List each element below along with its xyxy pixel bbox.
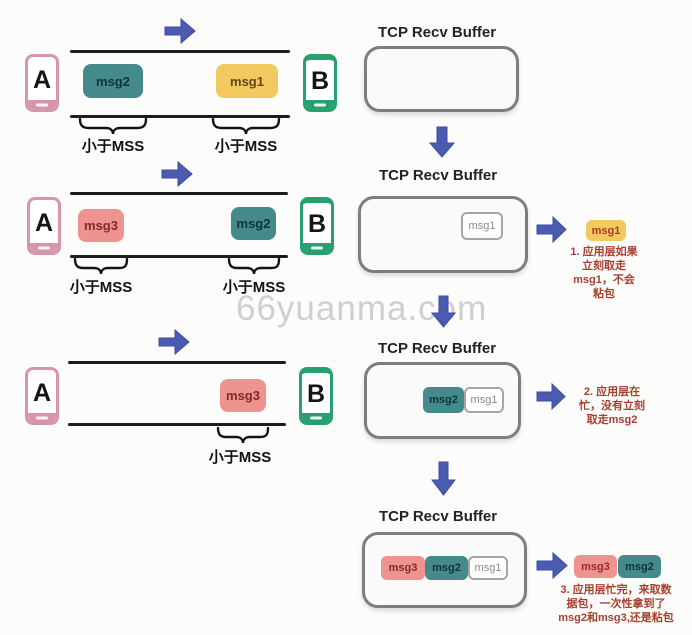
- note-line: 1. 应用层如果: [570, 246, 638, 258]
- note-line: msg2和msg3,还是粘包: [558, 612, 674, 624]
- arrow-right-icon: [164, 18, 196, 44]
- channel-line: [70, 115, 290, 118]
- tcp-buffer-box-1: [364, 46, 519, 112]
- channel-line: [70, 255, 288, 258]
- phone-b: B: [299, 367, 333, 425]
- phone-home-bar: [28, 413, 56, 422]
- note-step-2: 2. 应用层在 忙，没有立刻 取走msg2: [579, 385, 645, 427]
- brace-icon: [211, 118, 281, 135]
- phone-a: A: [25, 54, 59, 112]
- msg-box-msg1: msg1: [216, 64, 278, 98]
- buffer-msg-msg2: msg2: [425, 556, 468, 580]
- note-step-1: 1. 应用层如果 立刻取走 msg1，不会 粘包: [570, 245, 637, 301]
- phone-a-label: A: [32, 378, 52, 407]
- note-line: 据包，一次性拿到了: [566, 598, 666, 610]
- taken-msg-msg3: msg3: [574, 555, 617, 578]
- phone-a-label: A: [34, 208, 54, 237]
- taken-msg-msg1: msg1: [586, 220, 626, 241]
- phone-home-bar: [30, 243, 58, 252]
- mss-label: 小于MSS: [214, 138, 278, 155]
- brace-icon: [78, 118, 148, 135]
- note-line: 立刻取走: [581, 260, 626, 272]
- msg-box-msg2: msg2: [83, 64, 143, 98]
- buffer-msg-msg3: msg3: [381, 556, 425, 580]
- channel-line: [68, 423, 286, 426]
- channel-line: [68, 361, 286, 364]
- note-line: 3. 应用层忙完，来取数: [560, 584, 672, 596]
- brace-icon: [73, 258, 129, 275]
- brace-icon: [227, 258, 281, 275]
- arrow-right-icon: [158, 329, 190, 355]
- buffer-msg-msg1: msg1: [464, 387, 504, 413]
- tcp-buffer-title: TCP Recv Buffer: [377, 340, 497, 357]
- phone-a-label: A: [32, 65, 52, 94]
- msg-box-msg2: msg2: [231, 207, 276, 240]
- phone-b: B: [303, 54, 337, 112]
- note-line: 粘包: [592, 288, 615, 300]
- arrow-down-icon: [429, 126, 455, 158]
- phone-home-bar: [302, 413, 330, 422]
- buffer-msg-msg2: msg2: [423, 387, 464, 413]
- tcp-buffer-title: TCP Recv Buffer: [378, 508, 498, 525]
- taken-msg-msg2: msg2: [618, 555, 661, 578]
- arrow-down-icon: [431, 295, 456, 328]
- arrow-down-icon: [431, 461, 456, 496]
- arrow-right-icon: [536, 216, 567, 243]
- arrow-right-icon: [536, 552, 568, 579]
- note-step-3: 3. 应用层忙完，来取数 据包，一次性拿到了 msg2和msg3,还是粘包: [558, 583, 674, 625]
- channel-line: [70, 50, 290, 53]
- msg-box-msg3: msg3: [78, 209, 124, 242]
- phone-a: A: [25, 367, 59, 425]
- phone-home-bar: [303, 243, 331, 252]
- tcp-buffer-title: TCP Recv Buffer: [378, 167, 498, 184]
- phone-home-bar: [306, 100, 334, 109]
- note-line: 2. 应用层在: [583, 386, 641, 398]
- brace-icon: [216, 427, 270, 444]
- phone-b-label: B: [307, 210, 327, 238]
- buffer-msg-msg1: msg1: [461, 212, 503, 240]
- phone-home-bar: [28, 100, 56, 109]
- arrow-right-icon: [536, 383, 566, 410]
- phone-b-label: B: [306, 380, 326, 408]
- channel-line: [70, 192, 288, 195]
- phone-b-label: B: [310, 67, 330, 95]
- mss-label: 小于MSS: [222, 279, 286, 296]
- buffer-msg-msg1: msg1: [468, 556, 508, 580]
- note-line: msg1，不会: [573, 274, 635, 286]
- arrow-right-icon: [161, 161, 193, 187]
- mss-label: 小于MSS: [208, 449, 272, 466]
- note-line: 取走msg2: [586, 414, 638, 426]
- msg-box-msg3: msg3: [220, 379, 266, 412]
- mss-label: 小于MSS: [81, 138, 145, 155]
- tcp-buffer-title: TCP Recv Buffer: [377, 24, 497, 41]
- mss-label: 小于MSS: [69, 279, 133, 296]
- note-line: 忙，没有立刻: [579, 400, 645, 412]
- phone-a: A: [27, 197, 61, 255]
- phone-b: B: [300, 197, 334, 255]
